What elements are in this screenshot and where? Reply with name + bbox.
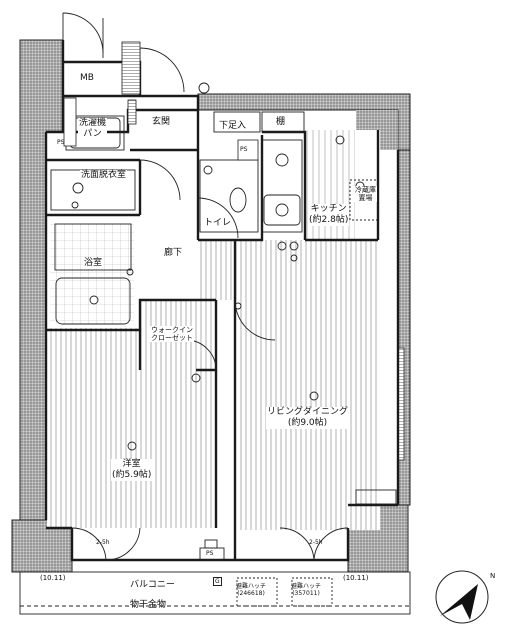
hallway-label: 廊下 bbox=[163, 248, 184, 259]
kitchen-label-area: (約2.8帖) bbox=[308, 215, 350, 226]
marker-left-label: 2-5h bbox=[96, 539, 110, 546]
laundry-label: 洗濯機 パン bbox=[78, 118, 108, 140]
g-marker: G bbox=[213, 577, 222, 586]
living-label: リビングダイニング (約9.0帖) bbox=[266, 407, 350, 429]
ps-label-balcony: PS bbox=[206, 550, 214, 557]
ceiling-left-label: (10.11) bbox=[40, 574, 66, 582]
laundry-label-line2: パン bbox=[78, 129, 108, 140]
entrance-label: 玄関 bbox=[152, 117, 171, 127]
shoe-box-label: 下足入 bbox=[219, 121, 247, 131]
fridge-label: 冷蔵庫 置場 bbox=[354, 186, 377, 202]
fridge-label-line1: 冷蔵庫 bbox=[354, 186, 377, 194]
north-label: N bbox=[490, 572, 496, 580]
hatch-right-label: 避難ハッチ (357011) bbox=[291, 583, 321, 597]
laundry-label-line1: 洗濯機 bbox=[78, 118, 108, 129]
shafts bbox=[63, 41, 259, 161]
hatch-right-size: (357011) bbox=[292, 590, 320, 597]
western-label-area: (約5.9帖) bbox=[111, 470, 153, 481]
bath-label: 浴室 bbox=[83, 258, 104, 269]
north-compass bbox=[435, 570, 489, 624]
toilet-label: トイレ bbox=[203, 218, 233, 229]
hatch-right-name: 避難ハッチ bbox=[291, 583, 322, 590]
washroom-label: 洗面脱衣室 bbox=[80, 170, 128, 181]
closet-label-line1: ウォークイン bbox=[150, 326, 194, 334]
hatch-left-name: 避難ハッチ bbox=[236, 583, 267, 590]
closet-label-line2: クローゼット bbox=[150, 334, 194, 342]
exterior-walls bbox=[11, 39, 411, 573]
mb-label: MB bbox=[80, 73, 94, 83]
hatch-left-label: 避難ハッチ (246618) bbox=[236, 583, 266, 597]
ps-label-entrance: PS bbox=[240, 146, 248, 153]
hanger-label: 物干金物 bbox=[130, 600, 167, 610]
ps-label-laundry: PS bbox=[57, 139, 65, 146]
living-label-name: リビングダイニング bbox=[266, 407, 350, 418]
fridge-label-line2: 置場 bbox=[354, 194, 377, 202]
hatch-left-size: (246618) bbox=[237, 590, 265, 597]
western-label-name: 洋室 bbox=[111, 459, 153, 470]
balcony-label: バルコニー bbox=[130, 580, 175, 590]
shelf-label: 棚 bbox=[276, 117, 286, 127]
kitchen-label-name: キッチン bbox=[308, 204, 350, 215]
ceiling-right-label: (10.11) bbox=[343, 574, 369, 582]
floor-fills bbox=[47, 130, 380, 530]
closet-label: ウォークイン クローゼット bbox=[150, 326, 194, 342]
living-label-area: (約9.0帖) bbox=[266, 418, 350, 429]
western-label: 洋室 (約5.9帖) bbox=[111, 459, 153, 481]
door-swings bbox=[62, 12, 349, 561]
marker-right-label: 2-5h bbox=[309, 539, 323, 546]
kitchen-label: キッチン (約2.8帖) bbox=[308, 204, 350, 226]
